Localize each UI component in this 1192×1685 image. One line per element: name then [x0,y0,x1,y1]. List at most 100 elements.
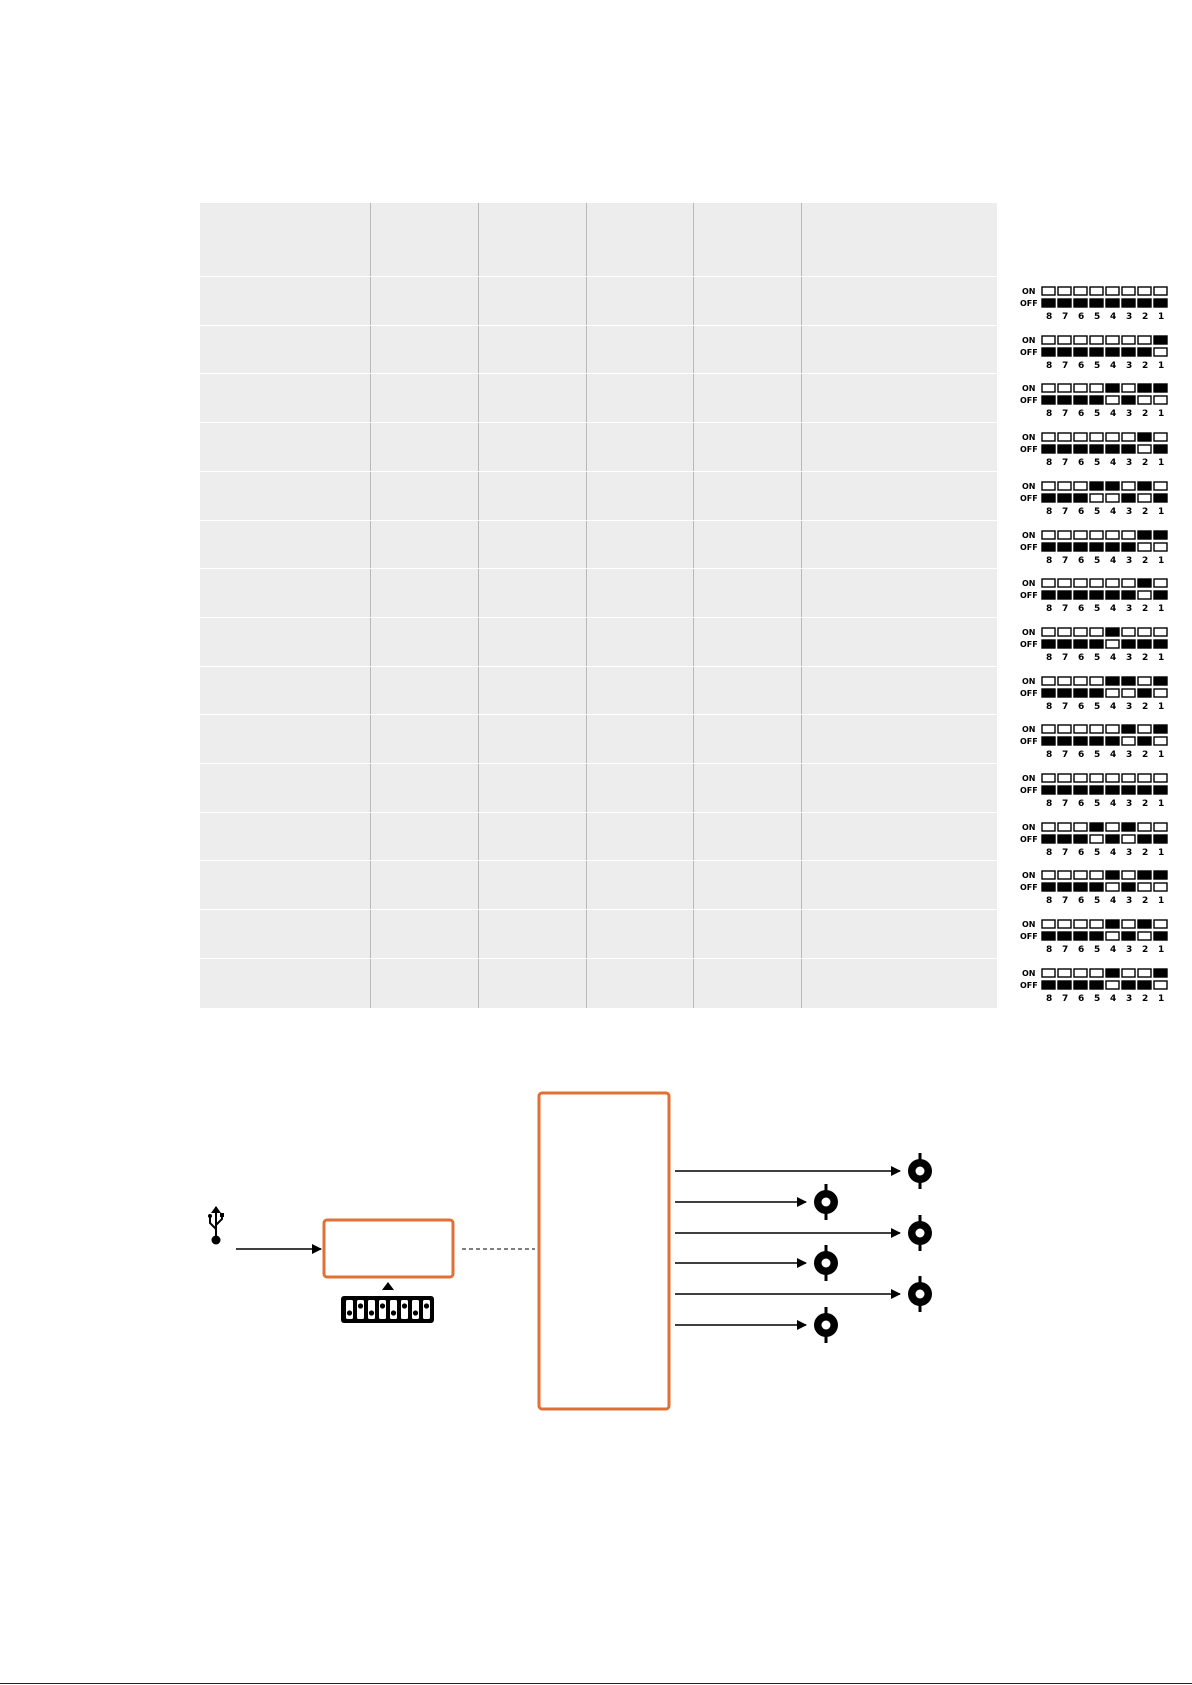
column-divider [586,203,587,1008]
switch-number: 1 [1158,409,1164,419]
switch-number: 8 [1046,556,1052,566]
dip-switch-icon [341,1296,434,1323]
off-label: OFF [1020,396,1038,405]
switch-number: 4 [1110,312,1116,322]
main-device-box [537,1091,671,1411]
switch-number: 1 [1158,702,1164,712]
switch-number: 1 [1158,799,1164,809]
switch-off-cell [1153,833,1168,844]
switch-off-cell [1153,882,1168,893]
switch-on-cell [1089,870,1104,881]
switch-number: 3 [1126,945,1132,955]
switch-off-cell [1057,639,1072,649]
row-divider [200,714,997,716]
switch-on-cell [1089,286,1104,296]
switch-number: 3 [1126,848,1132,858]
switch-number: 6 [1078,312,1084,322]
switch-number: 6 [1078,848,1084,858]
row-divider [200,470,997,472]
off-label: OFF [1020,932,1038,941]
switch-on-cell [1121,286,1136,296]
switch-number: 3 [1126,507,1132,517]
switch-off-cell [1041,833,1056,844]
switch-on-cell [1105,432,1120,442]
switch-on-cell [1153,286,1168,296]
switch-on-cell [1089,334,1104,345]
switch-on-cell [1089,821,1104,832]
switch-number: 1 [1158,848,1164,858]
switch-number: 7 [1062,361,1068,371]
switch-on-cell [1121,578,1136,588]
switch-on-cell [1153,627,1168,637]
switch-number: 7 [1062,653,1068,663]
switch-number: 6 [1078,799,1084,809]
switch-on-cell [1041,286,1056,296]
switch-off-cell [1057,395,1072,406]
switch-off-cell [1137,931,1152,941]
switch-off-cell [1153,639,1168,649]
switch-off-cell [1089,931,1104,941]
switch-off-cell [1041,541,1056,552]
switch-on-cell [1105,481,1120,491]
switch-number: 2 [1142,896,1148,906]
switch-number: 7 [1062,312,1068,322]
switch-on-cell [1089,968,1104,978]
switch-on-cell [1105,724,1120,734]
switch-number: 3 [1126,994,1132,1004]
switch-on-cell [1041,773,1056,783]
switch-on-cell [1089,919,1104,929]
switch-number: 3 [1126,409,1132,419]
switch-on-cell [1121,675,1136,686]
switch-on-cell [1153,383,1168,394]
on-label: ON [1022,482,1036,491]
on-label: ON [1022,920,1036,929]
switch-on-cell [1089,724,1104,734]
switch-on-cell [1057,627,1072,637]
switch-number: 5 [1094,361,1100,371]
switch-off-cell [1153,395,1168,406]
switch-number: 1 [1158,750,1164,760]
switch-off-cell [1153,931,1168,941]
switch-number: 6 [1078,507,1084,517]
switch-off-cell [1105,639,1120,649]
switch-off-cell [1121,785,1136,795]
switch-on-cell [1137,529,1152,540]
off-label: OFF [1020,689,1038,698]
on-label: ON [1022,628,1036,637]
switch-off-cell [1073,541,1088,552]
on-label: ON [1022,579,1036,588]
switch-on-cell [1153,968,1168,978]
switch-off-cell [1089,346,1104,357]
switch-on-cell [1121,724,1136,734]
switch-on-cell [1073,481,1088,491]
switch-off-cell [1073,444,1088,454]
switch-number: 8 [1046,896,1052,906]
row-divider [200,373,997,375]
switch-number: 1 [1158,994,1164,1004]
switch-number: 8 [1046,702,1052,712]
switch-off-cell [1073,833,1088,844]
switch-on-cell [1041,724,1056,734]
switch-off-cell [1105,590,1120,600]
row-divider [200,276,997,277]
switch-number: 3 [1126,604,1132,614]
switch-number: 6 [1078,653,1084,663]
switch-on-cell [1073,919,1088,929]
switch-on-cell [1041,919,1056,929]
switch-on-cell [1153,578,1168,588]
switch-off-cell [1105,298,1120,308]
switch-on-cell [1121,919,1136,929]
switch-off-cell [1057,590,1072,600]
switch-number: 8 [1046,799,1052,809]
switch-on-cell [1105,627,1120,637]
bnc-connector-icon [814,1307,838,1343]
switch-off-cell [1105,785,1120,795]
switch-on-cell [1137,383,1152,394]
switch-off-cell [1153,687,1168,698]
switch-on-cell [1073,821,1088,832]
row-divider [200,811,997,813]
